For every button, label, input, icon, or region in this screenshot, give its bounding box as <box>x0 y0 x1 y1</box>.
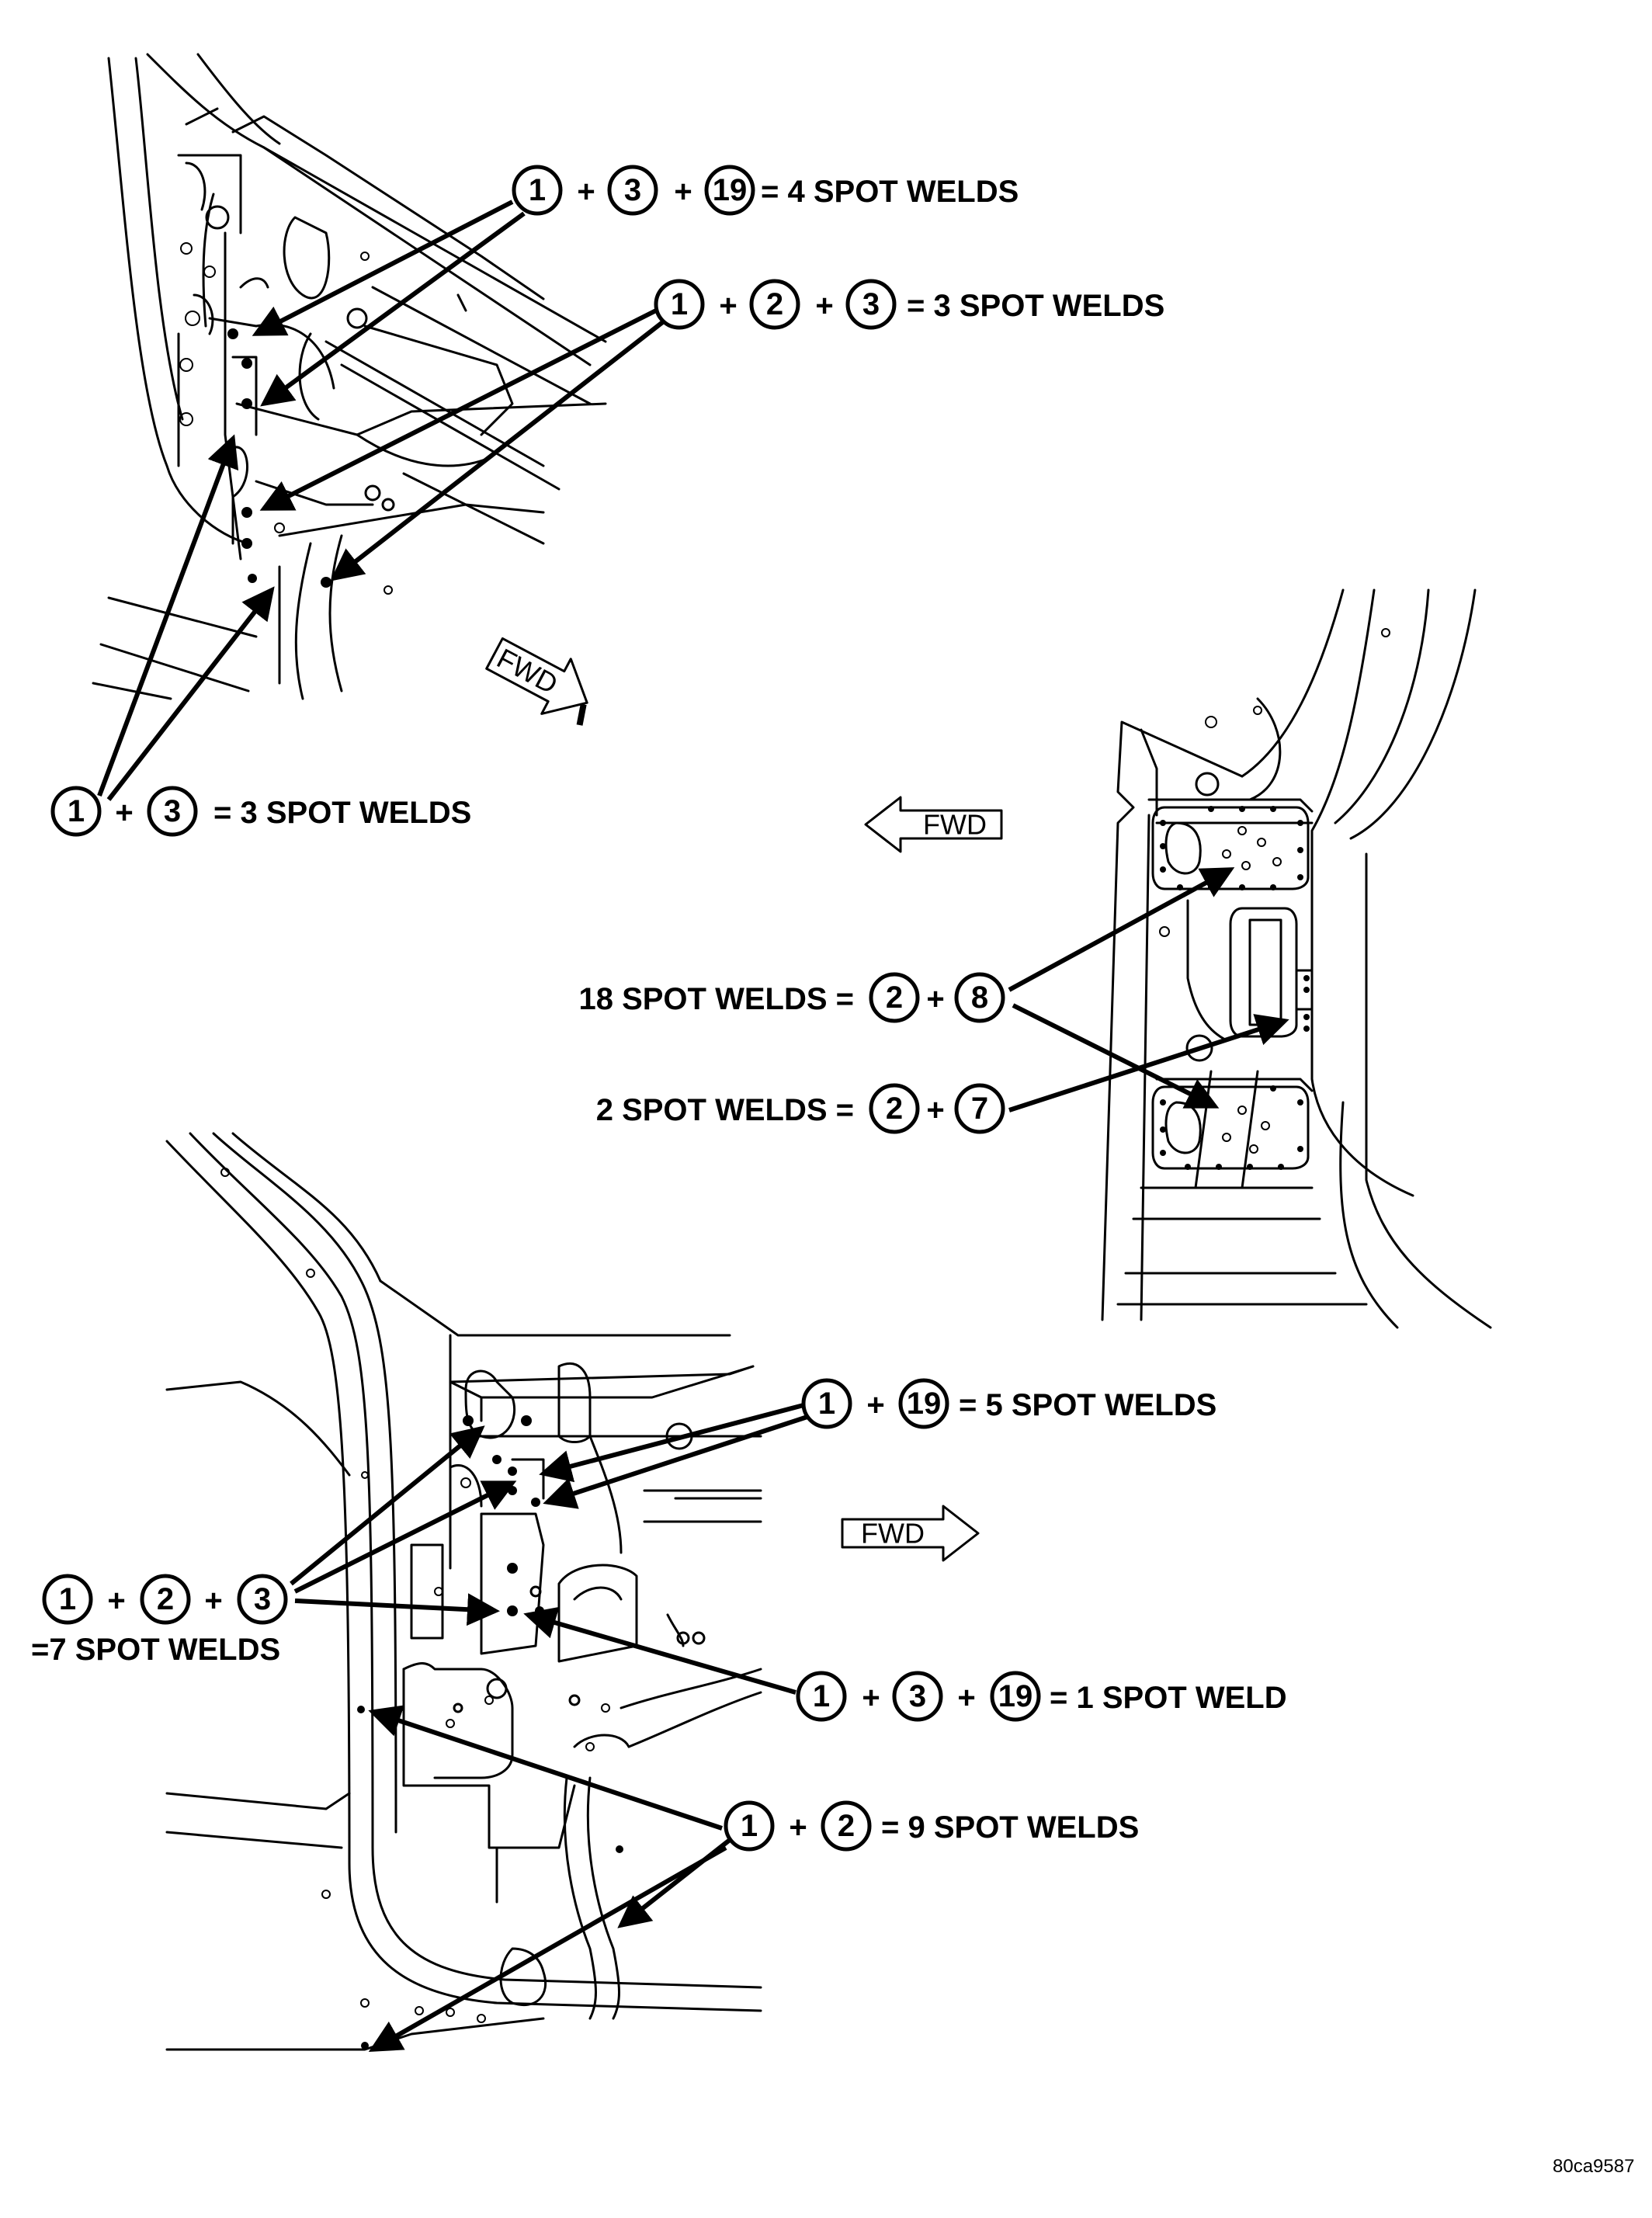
part-circle <box>512 165 563 216</box>
callout-text: 2 SPOT WELDS = <box>596 1093 854 1127</box>
part-circle <box>990 1671 1041 1722</box>
part-circle <box>140 1574 191 1625</box>
part-number: 3 <box>624 173 641 207</box>
part-number: 3 <box>164 794 181 828</box>
weld-dots-lower-plate <box>1160 1085 1303 1170</box>
part-circle <box>724 1800 775 1852</box>
part-number: 2 <box>157 1582 174 1616</box>
part-circle <box>869 972 920 1023</box>
part-circle <box>704 165 755 216</box>
part-number: 2 <box>838 1809 855 1843</box>
callout-text: = 5 SPOT WELDS <box>959 1388 1216 1422</box>
part-circle <box>898 1378 949 1429</box>
part-circle <box>237 1574 288 1625</box>
fwd-label-bottom: FWD <box>861 1518 925 1550</box>
part-number: 1 <box>818 1387 835 1421</box>
part-circle <box>821 1800 872 1852</box>
right-panel-drawing <box>1101 588 1492 1329</box>
part-number: 19 <box>998 1679 1033 1713</box>
plus-sign: + <box>577 175 595 209</box>
part-circle <box>892 1671 943 1722</box>
part-number: 3 <box>862 287 880 321</box>
part-number: 19 <box>713 173 748 207</box>
part-number: 19 <box>907 1387 942 1421</box>
part-number: 7 <box>971 1092 988 1126</box>
callout-text: =7 SPOT WELDS <box>31 1633 280 1667</box>
plus-sign: + <box>674 175 692 209</box>
part-circle <box>954 972 1005 1023</box>
part-circle <box>50 786 102 837</box>
part-number: 1 <box>529 173 546 207</box>
callout-text: 18 SPOT WELDS = <box>578 982 854 1016</box>
part-circle <box>954 1083 1005 1134</box>
part-circle <box>147 786 198 837</box>
part-circle <box>607 165 658 216</box>
callout-text: = 4 SPOT WELDS <box>761 175 1019 209</box>
plus-sign: + <box>957 1681 975 1715</box>
weld-dots-upper-plate <box>1160 806 1303 890</box>
part-circle <box>796 1671 847 1722</box>
part-number: 1 <box>741 1809 758 1843</box>
plus-sign: + <box>862 1681 880 1715</box>
part-number: 1 <box>59 1582 76 1616</box>
callout-1-2-3-3-welds: 1 + 2 + 3 = 3 SPOT WELDS <box>654 279 1164 330</box>
part-number: 3 <box>254 1582 271 1616</box>
leader-arrows <box>97 200 1289 2052</box>
fwd-label-middle: FWD <box>923 809 987 841</box>
callout-1-2-9-welds: 1 + 2 = 9 SPOT WELDS <box>724 1800 1139 1852</box>
plus-sign: + <box>866 1388 884 1422</box>
callout-1-3-19-1-weld: 1 + 3 + 19 = 1 SPOT WELD <box>796 1671 1287 1722</box>
plus-sign: + <box>719 289 737 323</box>
fwd-arrow-bottom: FWD <box>841 1505 980 1562</box>
fwd-arrow-middle: FWD <box>864 796 1003 853</box>
plus-sign: + <box>926 1093 944 1127</box>
callout-1-3-19-4-welds: 1 + 3 + 19 = 4 SPOT WELDS <box>512 165 1019 216</box>
figure-reference-id: 80ca9587 <box>1553 2156 1634 2177</box>
part-circle <box>801 1378 852 1429</box>
plus-sign: + <box>107 1584 125 1618</box>
part-circle <box>869 1083 920 1134</box>
plus-sign: + <box>926 982 944 1016</box>
part-number: 1 <box>68 794 85 828</box>
callout-2-7-2-welds: 2 SPOT WELDS = 2 + 7 <box>596 1083 1005 1134</box>
part-circle <box>749 279 800 330</box>
callout-2-8-18-welds: 18 SPOT WELDS = 2 + 8 <box>578 972 1005 1023</box>
callout-text: = 9 SPOT WELDS <box>881 1810 1139 1845</box>
callout-text: = 3 SPOT WELDS <box>213 796 471 830</box>
part-number: 1 <box>671 287 688 321</box>
callout-text: = 3 SPOT WELDS <box>907 289 1164 323</box>
part-circle <box>42 1574 93 1625</box>
plus-sign: + <box>204 1584 222 1618</box>
part-number: 2 <box>886 981 903 1015</box>
plus-sign: + <box>815 289 833 323</box>
fwd-arrow-top-left: FWD <box>485 637 588 726</box>
part-number: 3 <box>909 1679 926 1713</box>
part-number: 2 <box>766 287 783 321</box>
plus-sign: + <box>115 796 133 830</box>
callout-1-3-3-welds: 1 + 3 = 3 SPOT WELDS <box>50 786 471 837</box>
part-number: 1 <box>813 1679 830 1713</box>
part-circle <box>654 279 705 330</box>
part-number: 8 <box>971 981 988 1015</box>
callout-1-19-5-welds: 1 + 19 = 5 SPOT WELDS <box>801 1378 1216 1429</box>
part-circle <box>845 279 897 330</box>
part-number: 2 <box>886 1092 903 1126</box>
callout-text: = 1 SPOT WELD <box>1050 1681 1287 1715</box>
plus-sign: + <box>789 1810 807 1845</box>
callout-1-2-3-7-welds: 1 + 2 + 3 =7 SPOT WELDS <box>31 1574 288 1667</box>
